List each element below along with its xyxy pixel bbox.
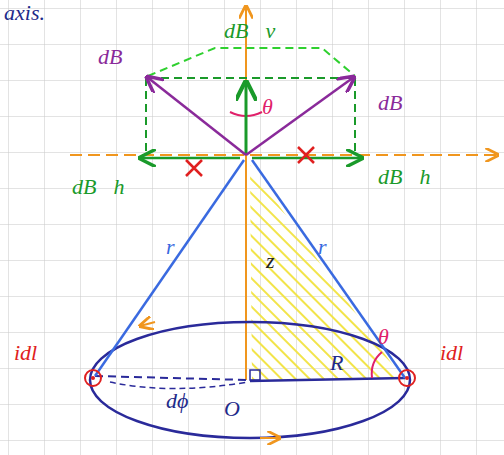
vector-label: dB⃗h	[72, 176, 125, 198]
current-element-label: idl⃗	[440, 342, 480, 364]
axis-label: axis.	[4, 2, 45, 24]
angle-label: dϕ	[166, 390, 188, 412]
length-label: z	[266, 250, 275, 272]
current-element-label: idl⃗	[14, 342, 54, 364]
vector-label: dB⃗v	[224, 20, 275, 42]
angle-label: θ	[262, 96, 273, 118]
vector-label: dB⃗h	[378, 166, 431, 188]
length-label: r	[318, 236, 327, 258]
point-label: O	[224, 398, 240, 420]
length-label: R	[330, 352, 343, 374]
angle-label: θ	[378, 326, 389, 348]
vector-label: dB⃗	[378, 92, 420, 114]
vector-label: dB⃗	[98, 46, 140, 68]
length-label: r	[166, 236, 175, 258]
